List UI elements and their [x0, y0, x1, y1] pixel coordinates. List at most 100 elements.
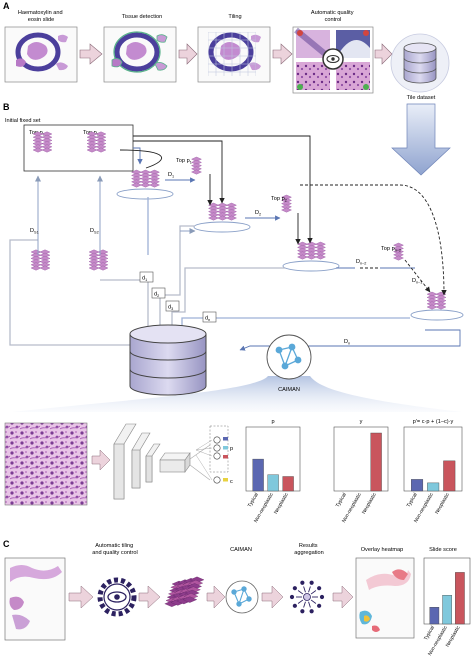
aggregation-node: [309, 580, 314, 585]
tile: [39, 265, 51, 271]
aggregation-spoke: [303, 601, 306, 608]
tile-stack: [88, 249, 109, 271]
tile-stack: [32, 131, 53, 153]
dn-box: [202, 311, 217, 323]
aggregation-node: [292, 586, 297, 591]
accept-icon: [363, 84, 369, 90]
tick-label: Neoplastic: [434, 492, 451, 516]
panel-c-letter: C: [3, 539, 10, 549]
tile: [95, 147, 107, 153]
input-tile-image: [4, 422, 88, 506]
tiling-thumbnail: [197, 26, 271, 83]
selection-ellipses: [116, 188, 464, 321]
tissue-detection-thumbnail: [103, 26, 177, 83]
aggregation-node: [309, 609, 314, 614]
aggregation-node: [289, 594, 295, 600]
aggregation-spoke: [297, 590, 304, 595]
dataset-connector-lines: [9, 197, 410, 346]
tick-label: Typical: [423, 625, 436, 641]
bar-non-neoplastic: [442, 595, 452, 625]
slide-score-label: Slide score: [429, 547, 457, 553]
dn-box-label: dn: [205, 316, 210, 322]
tile: [281, 207, 292, 213]
dn2-label: Dn–2: [356, 259, 366, 266]
top-p1-label: Top p1: [176, 158, 192, 165]
tick-label: Typical: [406, 492, 419, 508]
tile: [30, 265, 42, 271]
chart-title: p′= c·p + (1–c)·y: [413, 419, 454, 425]
overlay-heatmap-label: Overlay heatmap: [361, 547, 404, 553]
output-c-label: c: [230, 479, 233, 485]
bar-neoplastic: [282, 476, 294, 492]
dn-label: Dn: [344, 339, 350, 346]
top-pn2-label: Top pn–2: [381, 246, 401, 253]
output-heads: [195, 425, 229, 484]
tile-stack: [191, 156, 202, 175]
top-p2-label: Top p2: [271, 196, 287, 203]
panel-b-letter: B: [3, 102, 10, 112]
tile: [131, 182, 142, 188]
tile: [297, 254, 308, 260]
step-quality-control-label: Automatic quality control: [311, 10, 355, 23]
tile-stack: [393, 242, 404, 261]
overlay-heatmap-image: [355, 557, 415, 639]
tile-stack: [426, 291, 447, 310]
output-p-label: p: [230, 446, 233, 452]
aggregation-node: [317, 603, 322, 608]
c-arrow-3: [206, 585, 226, 609]
bar-non-neoplastic: [427, 482, 440, 492]
training-dataset-icon: [129, 324, 207, 396]
aggregation-spoke: [303, 586, 306, 593]
tile: [182, 596, 198, 603]
tile-stack: [30, 249, 51, 271]
aggregation-spoke: [308, 601, 311, 608]
tile-pile: [164, 576, 205, 607]
d2-box-label: d2: [154, 292, 159, 298]
d1-label: D1: [168, 172, 174, 179]
tick-label: Typical: [335, 492, 348, 508]
training-flow-arrows: [119, 135, 461, 351]
step-tissue-detection-label: Tissue detection: [122, 14, 163, 20]
caiman-step-label: CAIMAN: [230, 547, 252, 553]
ds1-label: DS1: [30, 228, 39, 235]
initial-fixed-set-label: Initial fixed set: [5, 118, 41, 124]
tile: [140, 182, 151, 188]
c-arrow-1: [68, 585, 94, 609]
bar-non-neoplastic: [267, 474, 279, 492]
chart-title: y: [360, 419, 363, 425]
panel-a-letter: A: [3, 1, 10, 11]
tile: [393, 255, 404, 261]
results-aggregation-label: Results aggregation: [294, 543, 324, 556]
d3-box-label: d3: [168, 305, 173, 311]
tile: [435, 304, 447, 310]
tile: [217, 215, 228, 221]
initial-fixed-set-box: [23, 124, 134, 172]
caiman-network-icon-c: [225, 580, 259, 614]
reject-icon: [297, 30, 303, 36]
tile: [149, 182, 160, 188]
tile: [426, 304, 438, 310]
aggregation-spoke: [297, 599, 304, 604]
caiman-label: CAIMAN: [278, 387, 300, 393]
quality-control-panel: [292, 26, 374, 94]
tiling-qc-label: Automatic tiling and quality control: [92, 543, 137, 556]
d3-box: [165, 300, 180, 312]
cnn-schematic: [113, 423, 211, 500]
aggregation-node: [292, 603, 297, 608]
c-arrow-2: [138, 585, 161, 609]
results-aggregation-icon: [289, 580, 325, 614]
d2-box: [151, 287, 166, 299]
chart-title: p: [271, 419, 274, 425]
c-arrow-4: [261, 585, 284, 609]
quality-control-icon: [97, 577, 137, 617]
step-he-slide-label: Haematoxylin and eosin slide: [18, 10, 64, 23]
tile: [97, 265, 109, 271]
blue-connector-arrows: [35, 175, 196, 255]
aggregation-node: [317, 586, 322, 591]
panel-a-flow-arrows: [79, 43, 393, 65]
aggregation-node: [300, 580, 305, 585]
tile: [306, 254, 317, 260]
aggregation-node: [300, 609, 305, 614]
